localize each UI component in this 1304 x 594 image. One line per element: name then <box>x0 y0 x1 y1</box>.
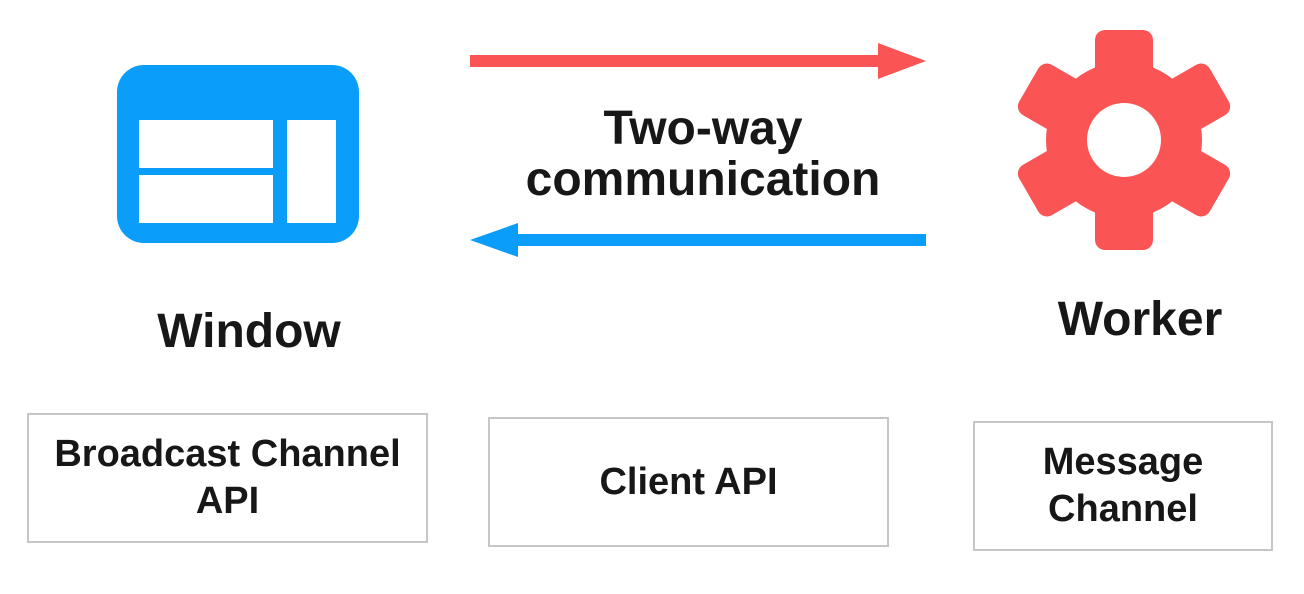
connection-label-line2: communication <box>525 153 881 206</box>
broadcast-channel-api-label: Broadcast Channel API <box>54 433 401 522</box>
browser-window-icon <box>117 65 359 243</box>
left-arrow-icon <box>470 223 926 257</box>
message-channel-box: Message Channel <box>973 421 1273 551</box>
broadcast-channel-api-box: Broadcast Channel API <box>27 413 428 543</box>
connection-label-line1: Two-way <box>603 102 803 155</box>
gear-icon <box>1017 30 1231 250</box>
right-arrow-icon <box>470 43 926 79</box>
connection-label: Two-way communication <box>503 103 903 205</box>
client-api-label: Client API <box>599 460 778 503</box>
window-node-label: Window <box>157 305 341 358</box>
client-api-box: Client API <box>488 417 889 547</box>
worker-node-label: Worker <box>1057 293 1223 346</box>
message-channel-label: Message Channel <box>1042 441 1204 530</box>
